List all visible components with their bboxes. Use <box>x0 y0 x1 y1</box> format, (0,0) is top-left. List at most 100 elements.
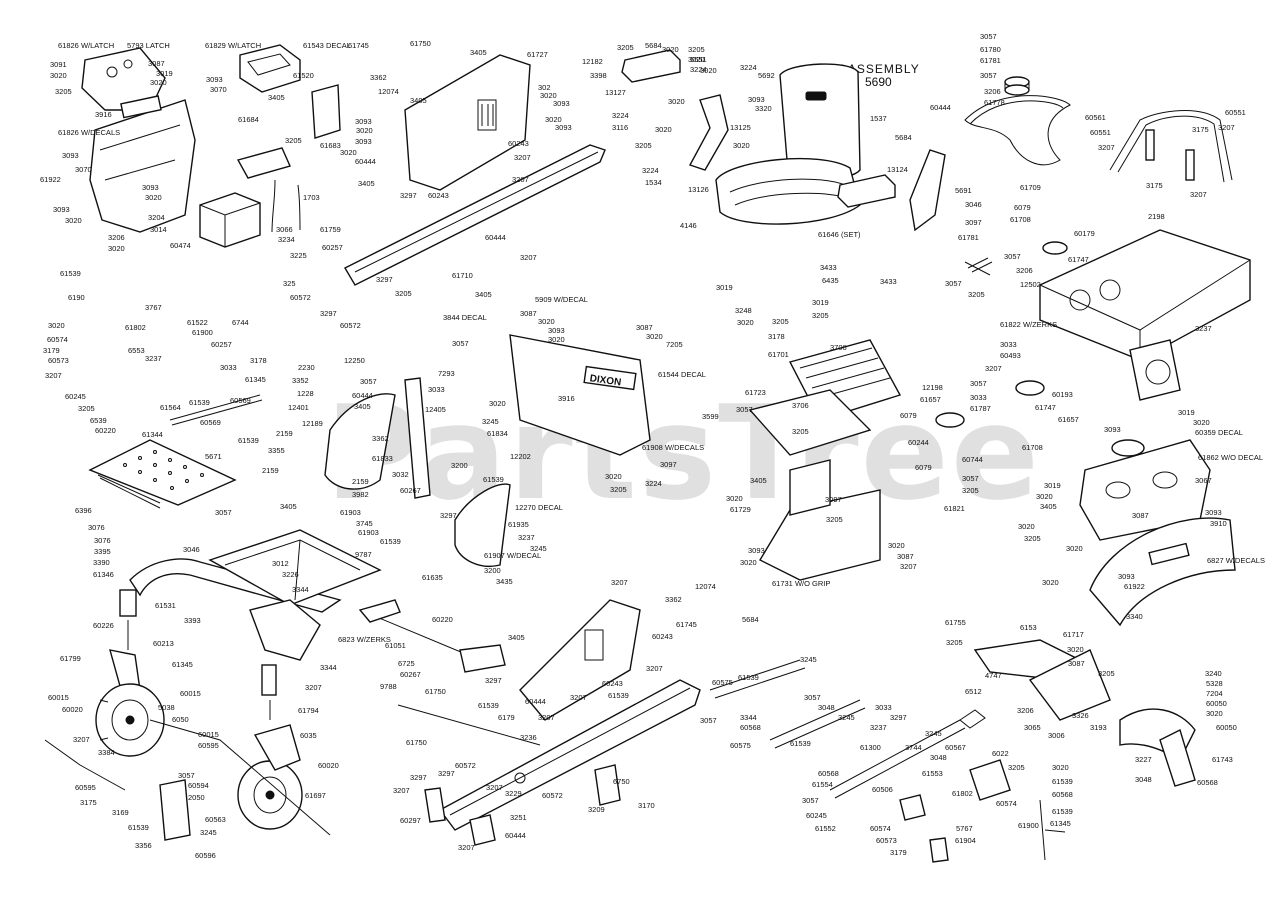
callout[interactable]: 5692 <box>758 71 775 80</box>
callout[interactable]: 61743 <box>1212 755 1233 764</box>
callout[interactable]: 6553 <box>128 346 145 355</box>
callout[interactable]: 3405 <box>410 96 427 105</box>
callout[interactable]: 5909 W/DECAL <box>535 295 588 304</box>
callout[interactable]: 2198 <box>1148 212 1165 221</box>
callout[interactable]: 6079 <box>1014 203 1031 212</box>
callout[interactable]: 3193 <box>1090 723 1107 732</box>
callout[interactable]: 3057 <box>736 405 753 414</box>
callout[interactable]: 3706 <box>830 343 847 352</box>
callout[interactable]: 61697 <box>305 791 326 800</box>
callout[interactable]: 3207 <box>520 253 537 262</box>
callout[interactable]: 3355 <box>268 446 285 455</box>
callout[interactable]: 3033 <box>220 363 237 372</box>
callout[interactable]: 3020 <box>1042 578 1059 587</box>
callout[interactable]: 2159 <box>276 429 293 438</box>
callout[interactable]: 3205 <box>812 311 829 320</box>
callout[interactable]: 61794 <box>298 706 319 715</box>
callout[interactable]: 61657 <box>920 395 941 404</box>
callout[interactable]: 3057 <box>178 771 195 780</box>
callout[interactable]: 9788 <box>380 682 397 691</box>
callout[interactable]: 61051 <box>385 641 406 650</box>
callout[interactable]: 60561 <box>1085 113 1106 122</box>
callout[interactable]: 3205 <box>688 45 705 54</box>
callout[interactable]: 3076 <box>94 536 111 545</box>
callout[interactable]: 60015 <box>198 730 219 739</box>
callout[interactable]: 3019 <box>1178 408 1195 417</box>
callout[interactable]: 6190 <box>68 293 85 302</box>
callout[interactable]: 3745 <box>356 519 373 528</box>
callout[interactable]: 60213 <box>153 639 174 648</box>
callout[interactable]: 3237 <box>1195 324 1212 333</box>
callout[interactable]: 6079 <box>915 463 932 472</box>
callout[interactable]: 3205 <box>617 43 634 52</box>
callout[interactable]: 3398 <box>590 71 607 80</box>
callout[interactable]: 60444 <box>930 103 951 112</box>
callout[interactable]: 3207 <box>1098 143 1115 152</box>
callout[interactable]: 3599 <box>702 412 719 421</box>
callout[interactable]: 61544 DECAL <box>658 370 706 379</box>
callout[interactable]: 3229 <box>505 789 522 798</box>
callout[interactable]: 3405 <box>508 633 525 642</box>
callout[interactable]: 2159 <box>352 477 369 486</box>
callout[interactable]: 3020 <box>145 193 162 202</box>
callout[interactable]: 60297 <box>400 816 421 825</box>
callout[interactable]: 3234 <box>278 235 295 244</box>
callout[interactable]: 6396 <box>75 506 92 515</box>
callout[interactable]: 6750 <box>613 777 630 786</box>
callout[interactable]: 3916 <box>558 394 575 403</box>
callout[interactable]: 3087 <box>148 59 165 68</box>
callout[interactable]: 3706 <box>792 401 809 410</box>
callout[interactable]: 3019 <box>812 298 829 307</box>
callout[interactable]: 3744 <box>905 743 922 752</box>
callout[interactable]: 6035 <box>300 731 317 740</box>
callout[interactable]: 3179 <box>43 346 60 355</box>
callout[interactable]: 3236 <box>520 733 537 742</box>
callout[interactable]: 60193 <box>1052 390 1073 399</box>
callout[interactable]: 4146 <box>680 221 697 230</box>
callout[interactable]: 61922 <box>40 175 61 184</box>
callout[interactable]: 3206 <box>1017 706 1034 715</box>
callout[interactable]: 3087 <box>1132 511 1149 520</box>
callout[interactable]: 3297 <box>400 191 417 200</box>
callout[interactable]: 61802 <box>952 789 973 798</box>
callout[interactable]: 61922 <box>1124 582 1145 591</box>
callout[interactable]: 60596 <box>195 851 216 860</box>
callout[interactable]: 6079 <box>900 411 917 420</box>
callout[interactable]: 3344 <box>740 713 757 722</box>
callout[interactable]: 61799 <box>60 654 81 663</box>
callout[interactable]: 60594 <box>188 781 209 790</box>
callout[interactable]: 3435 <box>496 577 513 586</box>
callout[interactable]: 60444 <box>525 697 546 706</box>
callout[interactable]: 3205 <box>1024 534 1041 543</box>
callout[interactable]: 3405 <box>354 402 371 411</box>
callout[interactable]: 3020 <box>48 321 65 330</box>
callout[interactable]: 3020 <box>1206 709 1223 718</box>
callout[interactable]: 5691 <box>955 186 972 195</box>
callout[interactable]: 7204 <box>1206 689 1223 698</box>
callout[interactable]: 12502 <box>1020 280 1041 289</box>
callout[interactable]: 61723 <box>745 388 766 397</box>
callout[interactable]: 3245 <box>200 828 217 837</box>
callout[interactable]: 3093 <box>355 117 372 126</box>
callout[interactable]: 3320 <box>755 104 772 113</box>
callout[interactable]: 3057 <box>452 339 469 348</box>
callout[interactable]: 3405 <box>358 179 375 188</box>
callout[interactable]: 3344 <box>320 663 337 672</box>
callout[interactable]: 60220 <box>432 615 453 624</box>
callout[interactable]: 3087 <box>520 309 537 318</box>
callout[interactable]: 61935 <box>508 520 529 529</box>
callout[interactable]: 3057 <box>360 377 377 386</box>
callout[interactable]: 61787 <box>970 404 991 413</box>
callout[interactable]: 3207 <box>393 786 410 795</box>
callout[interactable]: 3297 <box>410 773 427 782</box>
callout[interactable]: 3033 <box>875 703 892 712</box>
callout[interactable]: 3020 <box>646 332 663 341</box>
callout[interactable]: 3390 <box>93 558 110 567</box>
callout[interactable]: 3205 <box>962 486 979 495</box>
callout[interactable]: 3248 <box>735 306 752 315</box>
callout[interactable]: 12405 <box>425 405 446 414</box>
callout[interactable]: 3200 <box>484 566 501 575</box>
callout[interactable]: 325 <box>283 279 296 288</box>
callout[interactable]: 3405 <box>1040 502 1057 511</box>
callout[interactable]: 61539 <box>60 269 81 278</box>
